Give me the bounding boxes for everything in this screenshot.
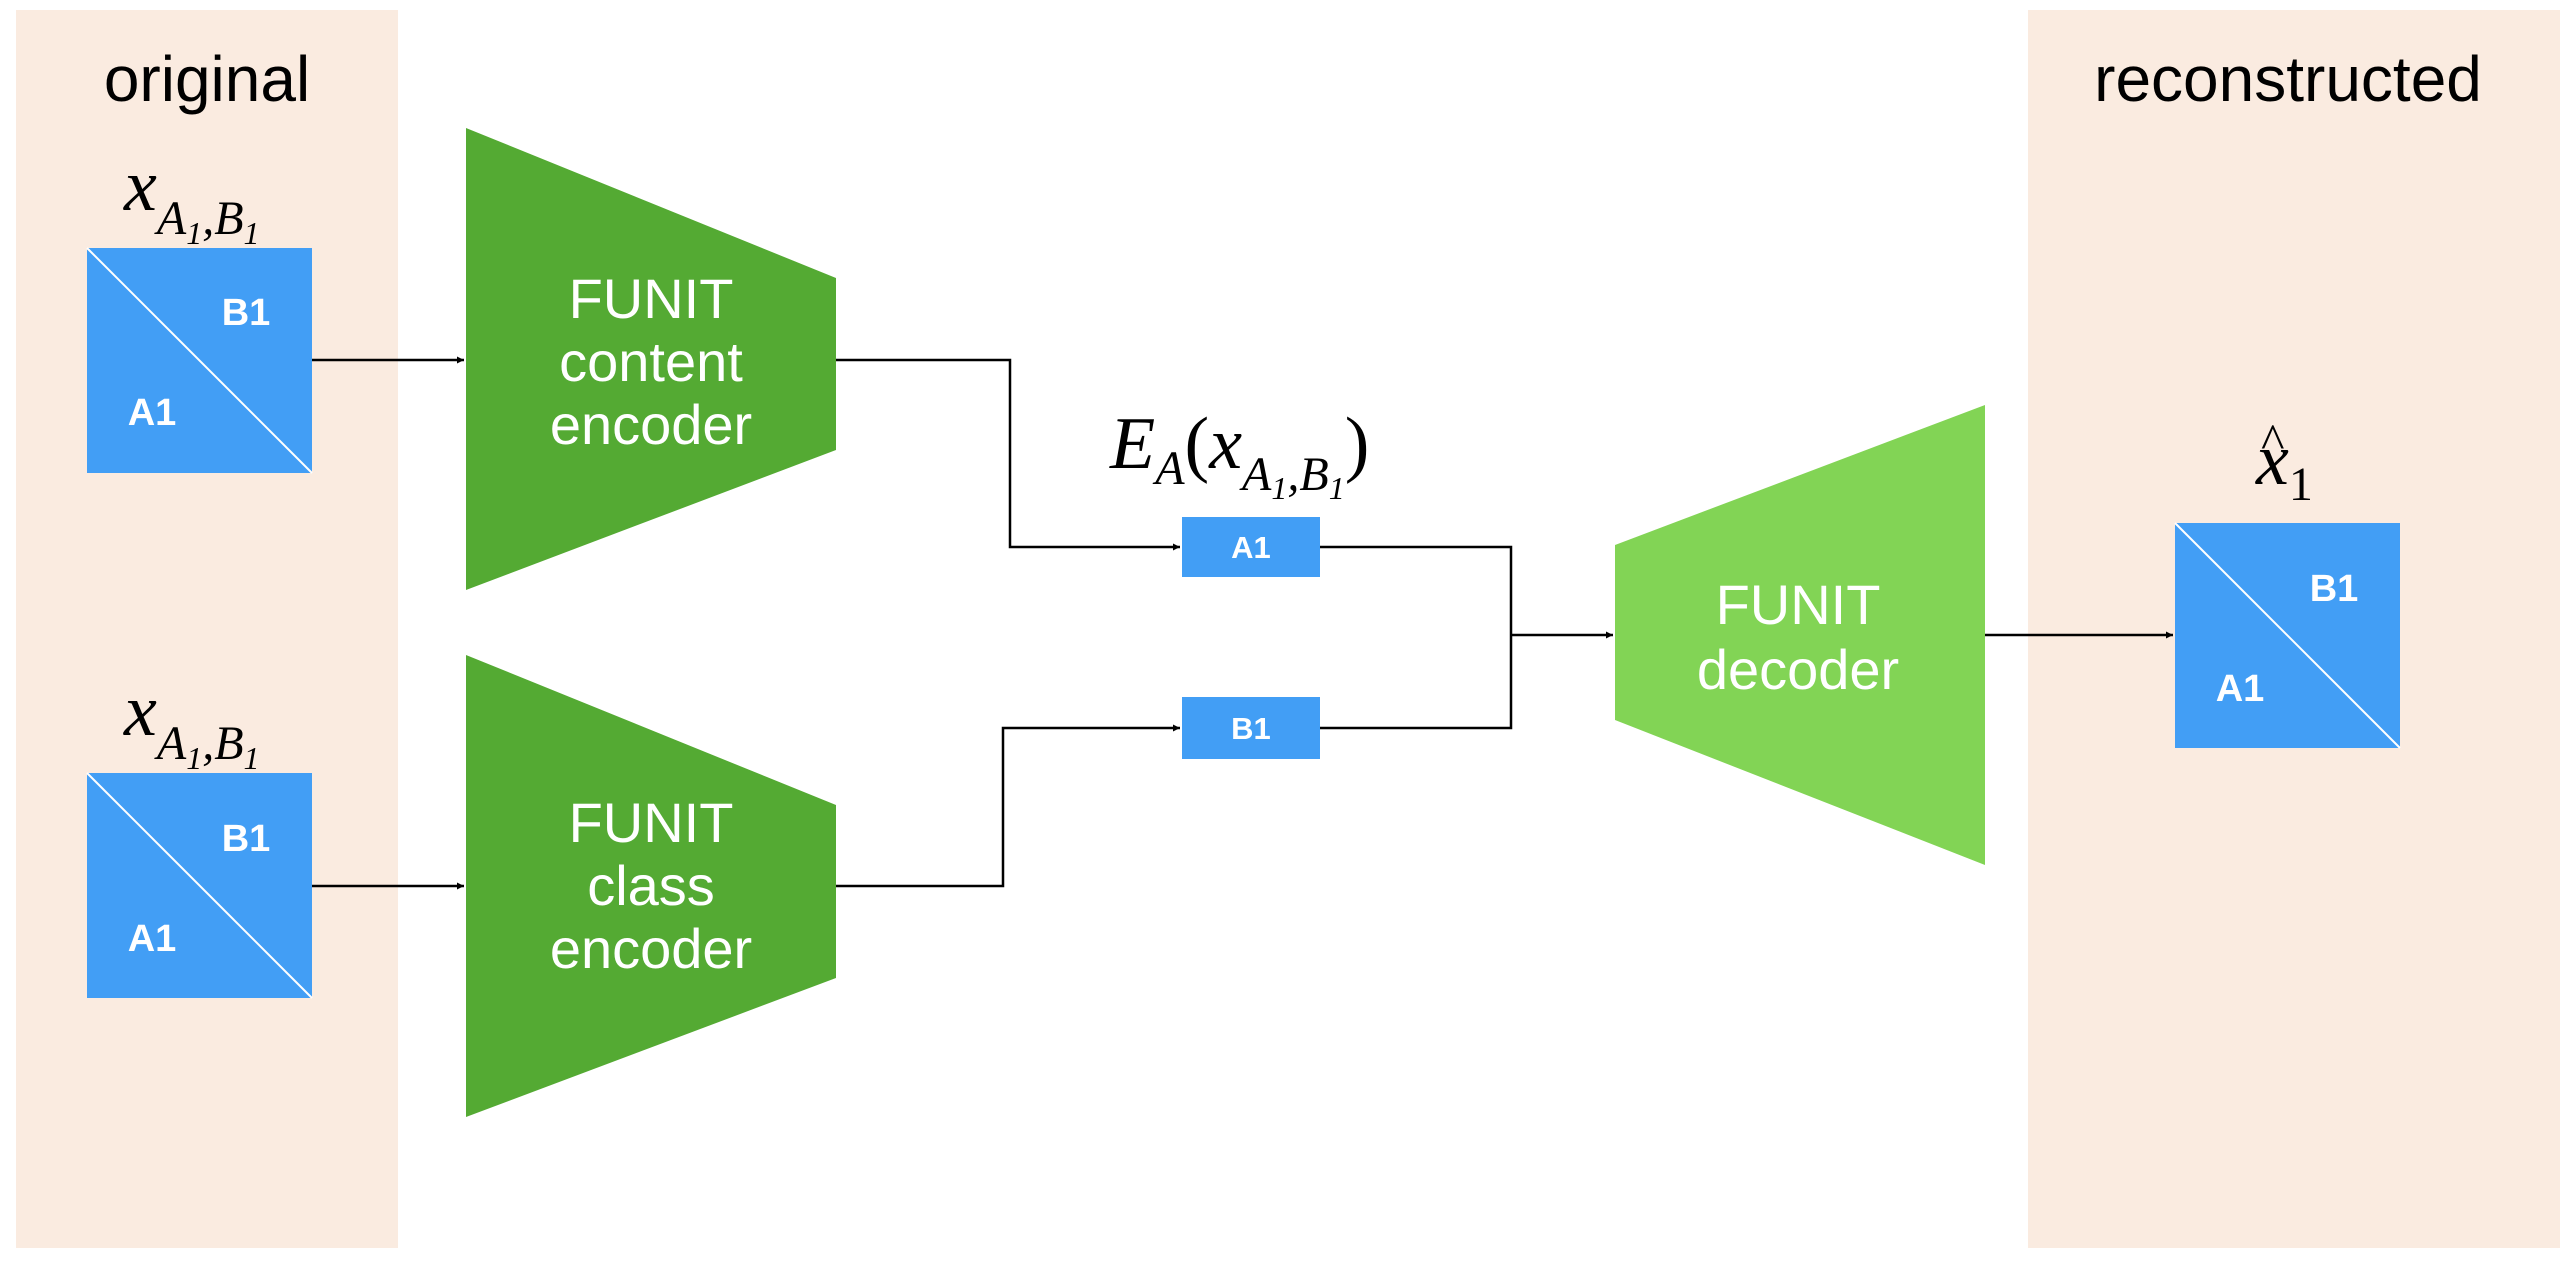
content-encoder-line2: content [559, 330, 743, 393]
content-code-chip: A1 [1182, 517, 1320, 577]
output-label-a1: A1 [2216, 668, 2265, 710]
content-encoder-block: FUNIT content encoder [466, 128, 836, 590]
input-image-top: B1 A1 [86, 247, 313, 474]
input-top-label-a1: A1 [128, 392, 177, 434]
input-image-bottom: B1 A1 [86, 772, 313, 999]
content-encoder-line3: encoder [550, 393, 752, 456]
input-top-label-b1: B1 [222, 292, 271, 334]
class-encoder-line1: FUNIT [569, 791, 734, 854]
content-code-label: A1 [1231, 530, 1271, 565]
output-math: x1 [2255, 419, 2313, 511]
decoder-line1: FUNIT [1716, 573, 1881, 636]
line-content-code-to-merge [1320, 545, 1513, 730]
arrow-content-encoder-to-code [836, 358, 1180, 551]
output-math-hat: ^ [2260, 413, 2284, 469]
class-encoder-block: FUNIT class encoder [466, 655, 836, 1117]
class-code-chip: B1 [1182, 697, 1320, 759]
input-bottom-label-a1: A1 [128, 918, 177, 960]
reconstructed-title: reconstructed [2094, 43, 2482, 115]
input-bottom-label-b1: B1 [222, 818, 271, 860]
class-code-label: B1 [1231, 711, 1271, 746]
decoder-line2: decoder [1697, 638, 1899, 701]
arrow-class-encoder-to-code [836, 724, 1180, 888]
input-bottom-math: xA1,B1 [123, 670, 260, 776]
output-image: B1 A1 [2174, 522, 2401, 749]
original-panel [16, 10, 398, 1248]
output-label-b1: B1 [2310, 568, 2359, 610]
class-encoder-line3: encoder [550, 917, 752, 980]
content-encoder-line1: FUNIT [569, 267, 734, 330]
content-code-expression: EA(xA1,B1) [1109, 403, 1369, 506]
decoder-block: FUNIT decoder [1615, 405, 1985, 865]
original-title: original [104, 43, 310, 115]
input-top-math: xA1,B1 [123, 145, 260, 251]
class-encoder-line2: class [587, 854, 715, 917]
